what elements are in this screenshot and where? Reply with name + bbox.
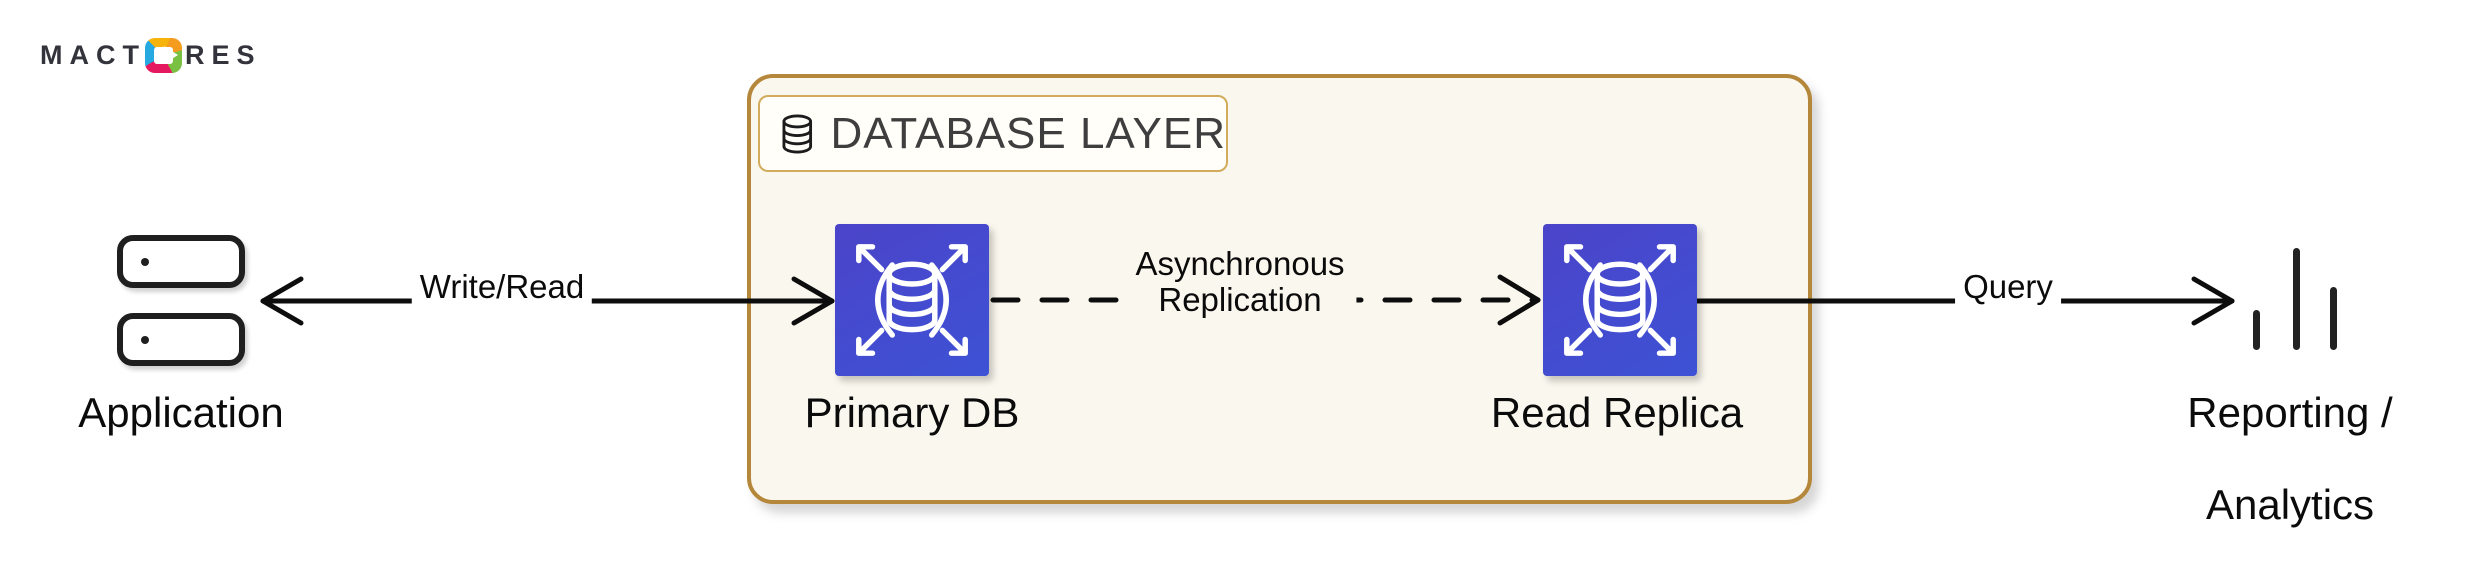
replication-edge-label: Asynchronous Replication [1123,244,1357,320]
reporting-label: Reporting / Analytics [2120,390,2460,528]
bar [2330,287,2337,350]
server-led-dot [141,257,149,266]
bar [2253,310,2260,350]
database-layer-title: DATABASE LAYER [830,108,1226,158]
write-read-edge-label: Write/Read [411,268,593,306]
logo-text-right: RES [184,39,262,70]
bar-chart-icon [2248,245,2343,355]
replication-label-line2: Replication [1158,281,1322,318]
primary-db-label: Primary DB [804,389,1020,436]
server-led-dot [141,335,149,344]
bar [2293,248,2300,350]
app-server-stack-icon [117,235,245,288]
app-server-stack-icon [117,313,245,366]
application-label: Application [78,389,284,436]
mactores-o-icon [144,37,182,73]
logo-text-left: MACT [40,39,146,70]
rds-database-icon [1543,224,1697,376]
mactores-logo: MACT RES [40,34,262,76]
reporting-label-line2: Analytics [2205,481,2375,528]
database-icon [782,114,813,153]
database-layer-title-box: DATABASE LAYER [758,95,1228,172]
replication-label-line1: Asynchronous [1135,245,1345,282]
query-edge-label: Query [1955,268,2061,306]
reporting-label-line1: Reporting / [2187,389,2393,436]
read-replica-label: Read Replica [1490,389,1744,436]
rds-database-icon [835,224,989,376]
